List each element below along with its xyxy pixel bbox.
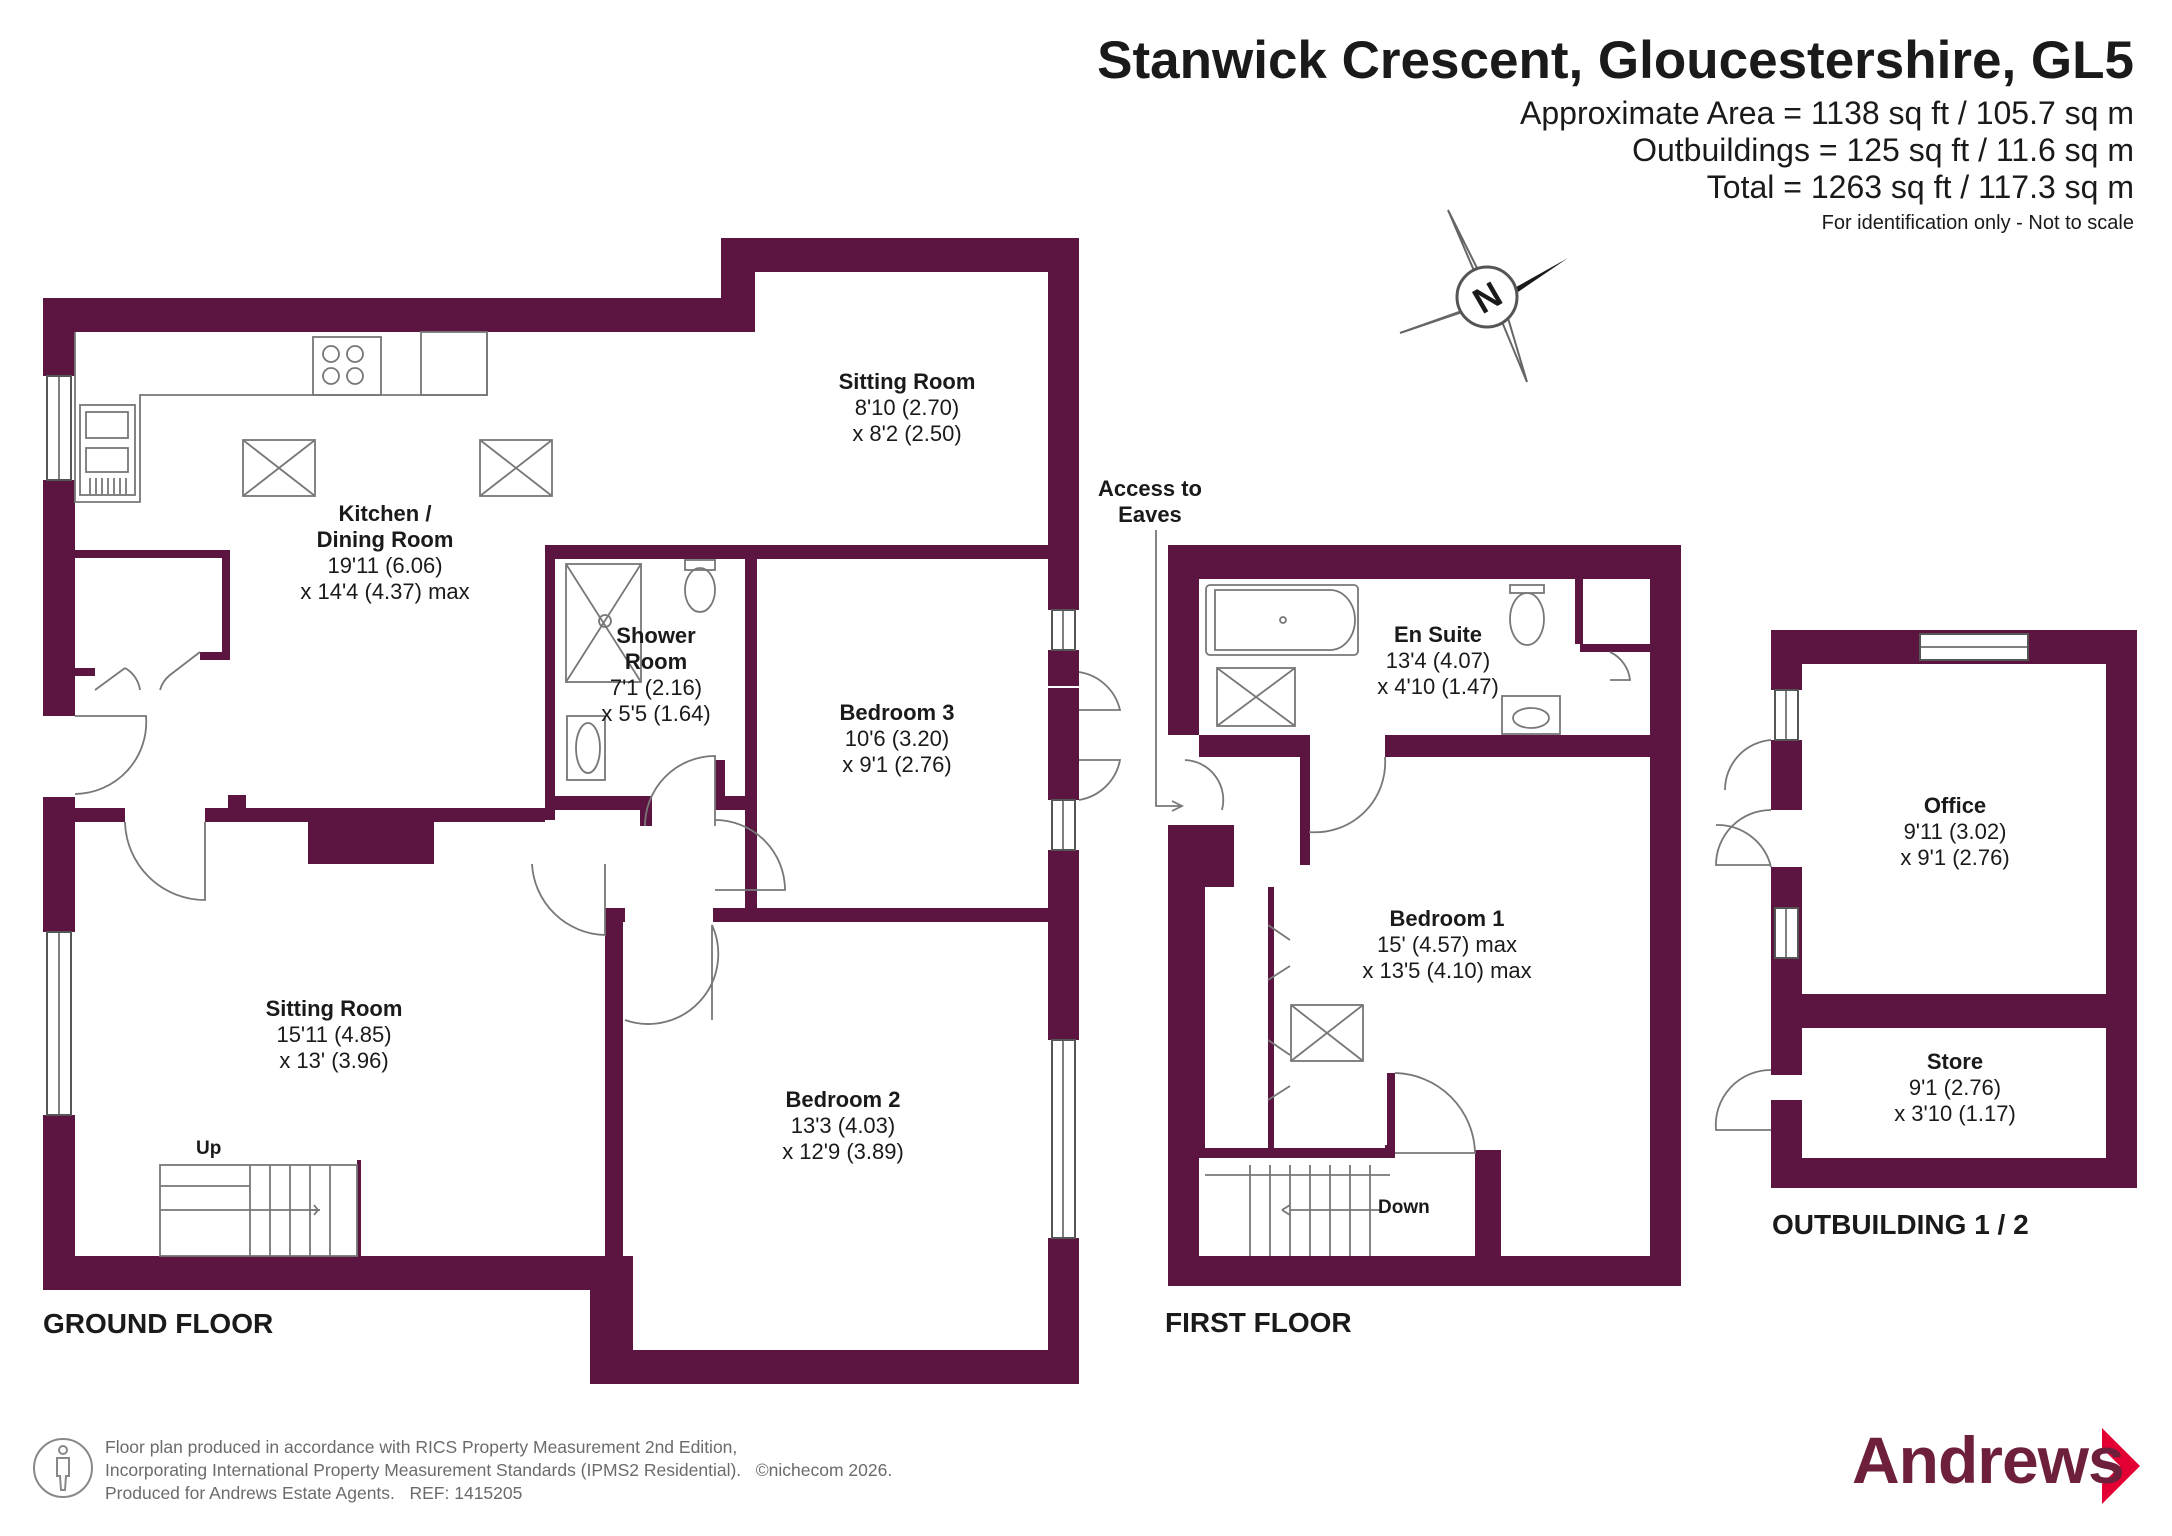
fixtures [74,331,1772,1257]
footer-line-1: Floor plan produced in accordance with R… [105,1437,738,1457]
person-scale-icon [33,1438,93,1498]
walls [43,238,2137,1384]
room-label-sitting-room: Sitting Room 15'11 (4.85)x 13' (3.96) [265,996,403,1073]
stairs-down-label: Down [1378,1197,1430,1218]
copyright: ©nichecom 2026. [755,1460,893,1480]
disclaimer: For identification only - Not to scale [1821,212,2134,234]
ground-floor-label: GROUND FLOOR [43,1308,274,1339]
first-floor-label: FIRST FLOOR [1165,1307,1352,1338]
approx-area: Approximate Area = 1138 sq ft / 105.7 sq… [1520,95,2134,131]
room-label-store: Store 9'1 (2.76)x 3'10 (1.17) [1894,1049,2016,1126]
footer-text: Floor plan produced in accordance with R… [105,1436,892,1505]
page-title: Stanwick Crescent, Gloucestershire, GL5 [1097,31,2134,90]
room-label-sitting-room-upper: Sitting Room 8'10 (2.70)x 8'2 (2.50) [838,369,976,446]
brand-chevron-icon [2102,1428,2140,1504]
stairs-up-label: Up [196,1138,222,1159]
footer-line-3: Produced for Andrews Estate Agents. REF:… [105,1483,523,1503]
window-panes [58,376,2028,1238]
footer-line-2: Incorporating International Property Mea… [105,1460,893,1480]
north-compass-icon: N [1399,209,1568,383]
room-label-bedroom-3: Bedroom 3 10'6 (3.20)x 9'1 (2.76) [839,700,955,777]
room-label-office: Office 9'11 (3.02)x 9'1 (2.76) [1900,793,2010,870]
room-label-en-suite: En Suite 13'4 (4.07)x 4'10 (1.47) [1377,622,1499,699]
reference: REF: 1415205 [409,1483,523,1503]
outbuildings-area: Outbuildings = 125 sq ft / 11.6 sq m [1632,132,2134,168]
total-area: Total = 1263 sq ft / 117.3 sq m [1706,169,2134,205]
brand-logo: Andrews [1852,1423,2125,1497]
room-label-kitchen: Kitchen /Dining Room 19'11 (6.06)x 14'4 … [300,501,470,604]
room-label-bedroom-2: Bedroom 2 13'3 (4.03)x 12'9 (3.89) [782,1087,904,1164]
outbuilding-label: OUTBUILDING 1 / 2 [1772,1209,2029,1240]
